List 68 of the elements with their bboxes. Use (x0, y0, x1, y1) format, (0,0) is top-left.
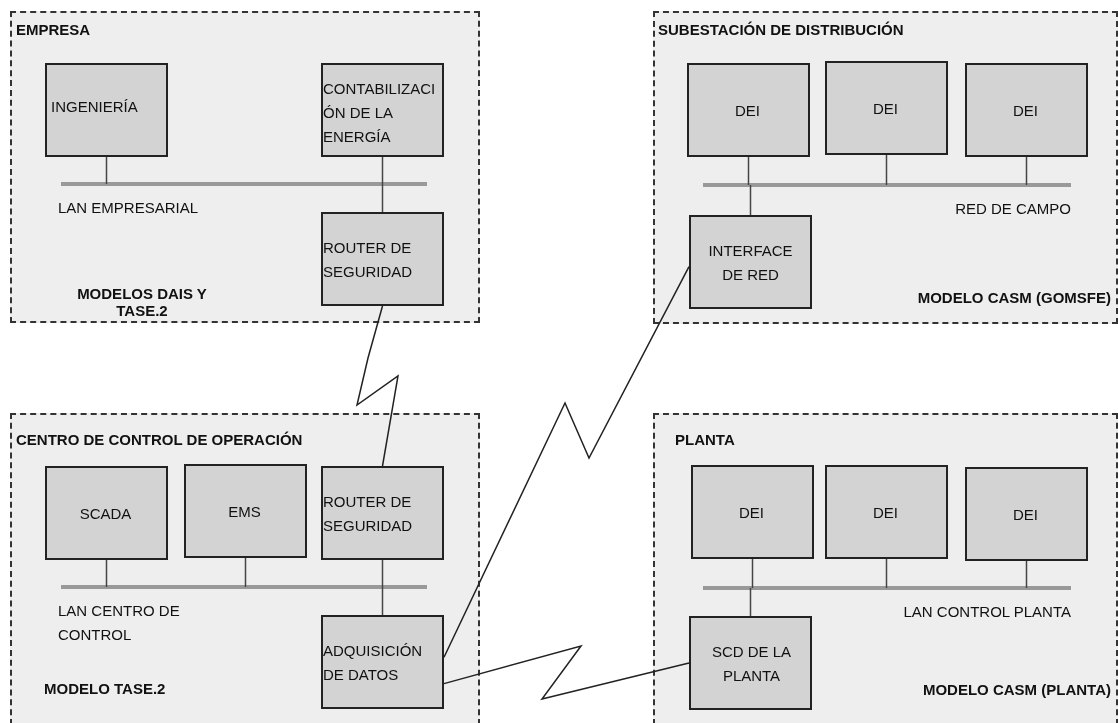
device-label: SCADA (79, 504, 132, 524)
device-label: DEI (735, 101, 760, 121)
device-box (321, 466, 444, 560)
zone-title: SUBESTACIÓN DE DISTRIBUCIÓN (658, 21, 904, 38)
device-box (965, 63, 1088, 157)
device-box (689, 616, 812, 710)
network-label: LAN CENTRO DE CONTROL (58, 601, 181, 645)
device-label: ADQUISICIÓN DE DATOS (323, 641, 424, 685)
device-label: DEI (873, 99, 898, 119)
device-box (825, 465, 948, 559)
connector-line (751, 558, 754, 589)
device-label: DEI (739, 503, 764, 523)
connector-line (1025, 156, 1028, 186)
model-label: MODELO TASE.2 (44, 680, 167, 697)
connector-line (381, 183, 384, 213)
network-bus (703, 183, 1071, 187)
connector-line (1025, 560, 1028, 589)
device-box (691, 465, 814, 559)
connector-line (105, 559, 108, 588)
device-label: CONTABILIZACIÓN DE LA ENERGÍA (323, 79, 437, 147)
device-label: INTERFACE DE RED (707, 241, 794, 285)
wireless-link (443, 265, 690, 659)
device-box (321, 63, 444, 157)
zone-title: CENTRO DE CONTROL DE OPERACIÓN (16, 431, 303, 448)
connector-line (381, 559, 384, 588)
network-label: RED DE CAMPO (955, 199, 1071, 219)
connector-line (747, 156, 750, 186)
connector-line (749, 587, 752, 617)
network-bus (61, 182, 427, 186)
connector-line (885, 154, 888, 186)
zone-area (653, 11, 1118, 324)
device-box (687, 63, 810, 157)
network-label: LAN EMPRESARIAL (58, 198, 200, 218)
device-box (321, 615, 444, 709)
connector-line (885, 558, 888, 589)
zone-area (10, 413, 480, 723)
device-label: ROUTER DE SEGURIDAD (323, 238, 414, 282)
device-box (321, 212, 444, 306)
connector-line (381, 586, 384, 616)
device-label: SCD DE LA PLANTA (710, 642, 793, 686)
device-box (825, 61, 948, 155)
network-bus (61, 585, 427, 589)
model-label: MODELOS DAIS Y TASE.2 (76, 285, 208, 319)
connector-line (244, 557, 247, 588)
device-label: DEI (873, 503, 898, 523)
zone-area (653, 413, 1118, 723)
device-label: DEI (1013, 101, 1038, 121)
device-box (184, 464, 307, 558)
connector-line (749, 184, 752, 216)
device-label: INGENIERÍA (51, 97, 138, 117)
connector-line (105, 156, 108, 185)
zone-area (10, 11, 480, 323)
network-bus (703, 586, 1071, 590)
model-label: MODELO CASM (GOMSFE) (916, 289, 1111, 306)
device-box (965, 467, 1088, 561)
model-label: MODELO CASM (PLANTA) (921, 681, 1111, 698)
zone-title: EMPRESA (16, 21, 91, 38)
zone-title: PLANTA (675, 431, 735, 448)
wireless-link (443, 644, 690, 701)
device-label: EMS (228, 502, 261, 522)
network-label: LAN CONTROL PLANTA (903, 602, 1071, 622)
connector-line (381, 156, 384, 185)
device-box (689, 215, 812, 309)
device-box (45, 466, 168, 560)
device-label: DEI (1013, 505, 1038, 525)
device-label: ROUTER DE SEGURIDAD (323, 492, 414, 536)
wireless-link (355, 305, 400, 467)
device-box (45, 63, 168, 157)
